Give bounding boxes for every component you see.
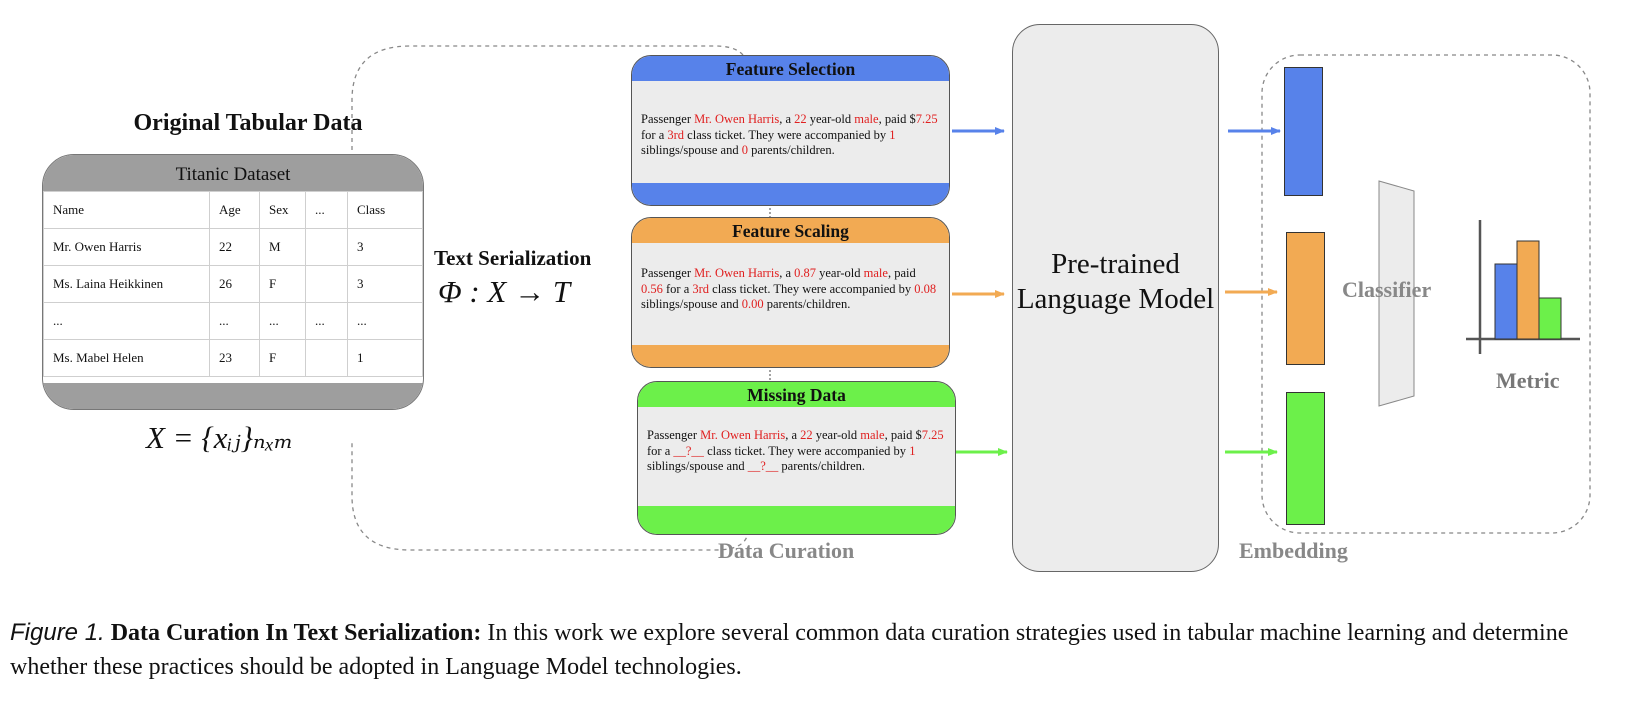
table-row: ... ... ... ... ... xyxy=(43,302,423,340)
table-cell: 22 xyxy=(209,228,260,266)
embedding-blue xyxy=(1284,67,1323,196)
metric-label: Metric xyxy=(1496,368,1560,393)
table-header-row: Name Age Sex ... Class xyxy=(43,191,423,229)
table-cell: ... xyxy=(305,302,348,340)
language-model-box: Pre-trained Language Model xyxy=(1012,24,1219,572)
table-cell: ... xyxy=(259,302,306,340)
header-cell: Class xyxy=(347,191,423,229)
metric-bar-orange xyxy=(1516,240,1540,340)
table-cell: 26 xyxy=(209,265,260,303)
table-cell: 1 xyxy=(347,339,423,377)
table-caption: Titanic Dataset xyxy=(43,155,423,191)
figure-caption: Figure 1. Data Curation In Text Serializ… xyxy=(10,616,1636,684)
feature-scaling-card: Feature Scaling Passenger Mr. Owen Harri… xyxy=(631,217,950,368)
data-table: Name Age Sex ... Class Mr. Owen Harris 2… xyxy=(43,191,423,377)
serialization-formula: Φ : X → T xyxy=(438,274,571,309)
caption-title: Data Curation In Text Serialization: xyxy=(110,620,482,646)
table-cell: 3 xyxy=(347,265,423,303)
table-row: Ms. Laina Heikkinen 26 F 3 xyxy=(43,265,423,303)
table-cell xyxy=(305,228,348,266)
table-cell: ... xyxy=(43,302,210,340)
card-text: Passenger Mr. Owen Harris, a 22 year-old… xyxy=(641,112,938,157)
card-title: Missing Data xyxy=(638,382,955,407)
table-cell xyxy=(305,265,348,303)
text-serialization-label: Text Serialization xyxy=(434,246,592,270)
header-cell: Sex xyxy=(259,191,306,229)
table-cell: F xyxy=(259,339,306,377)
classifier-shape xyxy=(1378,180,1415,407)
card-text: Passenger Mr. Owen Harris, a 0.87 year-o… xyxy=(641,266,937,311)
table-cell: Ms. Mabel Helen xyxy=(43,339,210,377)
embedding-orange xyxy=(1286,232,1325,365)
table-cell xyxy=(305,339,348,377)
embedding-region xyxy=(1261,54,1591,534)
data-formula: X = {xᵢⱼ}ₙₓₘ xyxy=(146,420,294,455)
card-title: Feature Selection xyxy=(632,56,949,81)
metric-bar-green xyxy=(1538,297,1562,340)
feature-selection-card: Feature Selection Passenger Mr. Owen Har… xyxy=(631,55,950,206)
tabular-data-title: Original Tabular Data xyxy=(133,110,363,136)
card-footer-bar xyxy=(632,183,949,205)
table-cell: 23 xyxy=(209,339,260,377)
data-curation-label: Data Curation xyxy=(718,538,855,563)
classifier-label: Classifier xyxy=(1342,277,1432,302)
language-model-label: Pre-trained Language Model xyxy=(1016,248,1215,315)
header-cell: Name xyxy=(43,191,210,229)
figure-number: Figure 1. xyxy=(10,619,105,646)
table-cell: ... xyxy=(347,302,423,340)
embedding-green xyxy=(1286,392,1325,525)
missing-data-card: Missing Data Passenger Mr. Owen Harris, … xyxy=(637,381,956,535)
table-cell: Ms. Laina Heikkinen xyxy=(43,265,210,303)
table-footer-bar xyxy=(43,383,423,409)
header-cell: Age xyxy=(209,191,260,229)
card-title: Feature Scaling xyxy=(632,218,949,243)
table-cell: 3 xyxy=(347,228,423,266)
table-cell: ... xyxy=(209,302,260,340)
caption-text: In this work we explore several common d… xyxy=(10,620,1569,680)
card-footer-bar xyxy=(638,506,955,534)
embedding-label: Embedding xyxy=(1239,538,1348,563)
header-cell: ... xyxy=(305,191,348,229)
card-text: Passenger Mr. Owen Harris, a 22 year-old… xyxy=(647,428,944,473)
data-curation-region xyxy=(351,45,749,551)
table-cell: Mr. Owen Harris xyxy=(43,228,210,266)
titanic-table: Titanic Dataset Name Age Sex ... Class M… xyxy=(42,154,424,410)
table-row: Ms. Mabel Helen 23 F 1 xyxy=(43,339,423,377)
table-cell: M xyxy=(259,228,306,266)
metric-bar-blue xyxy=(1494,263,1518,340)
card-footer-bar xyxy=(632,345,949,367)
table-cell: F xyxy=(259,265,306,303)
table-row: Mr. Owen Harris 22 M 3 xyxy=(43,228,423,266)
